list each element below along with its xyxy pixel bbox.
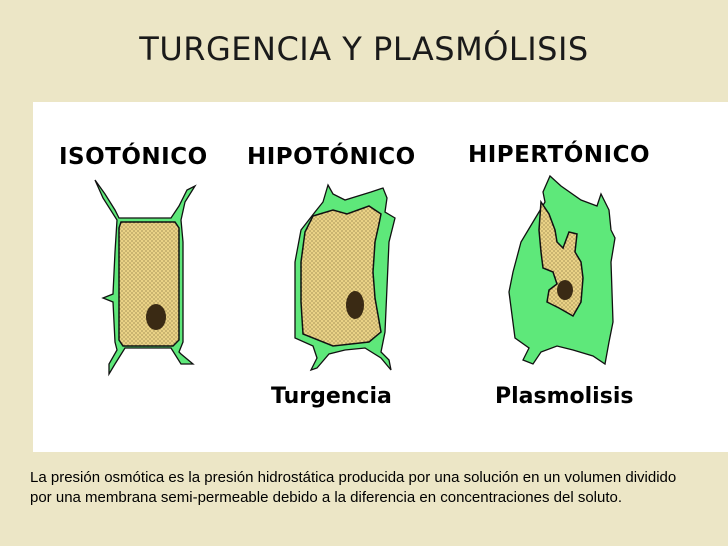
label-plasmolisis: Plasmolisis: [495, 384, 634, 409]
hypotonic-cell: [294, 183, 396, 372]
label-turgencia: Turgencia: [271, 384, 392, 409]
hypotonic-nucleus: [346, 291, 364, 319]
heading-hypotonic: HIPOTÓNICO: [247, 144, 416, 170]
isotonic-nucleus: [146, 304, 166, 330]
isotonic-cell: [94, 179, 197, 377]
osmotic-pressure-caption: La presión osmótica es la presión hidros…: [30, 469, 677, 506]
slide-title: TURGENCIA Y PLASMÓLISIS: [139, 30, 589, 68]
heading-isotonic: ISOTÓNICO: [59, 144, 208, 170]
isotonic-protoplast: [118, 221, 180, 347]
hypertonic-nucleus: [557, 280, 573, 300]
cells-diagram: [94, 174, 616, 377]
diagram-panel: ISOTÓNICO HIPOTÓNICO HIPERTÓNICO Turgenc…: [33, 102, 728, 452]
hypotonic-protoplast: [300, 205, 382, 347]
heading-hypertonic: HIPERTÓNICO: [468, 142, 651, 168]
hypertonic-cell: [508, 174, 616, 366]
